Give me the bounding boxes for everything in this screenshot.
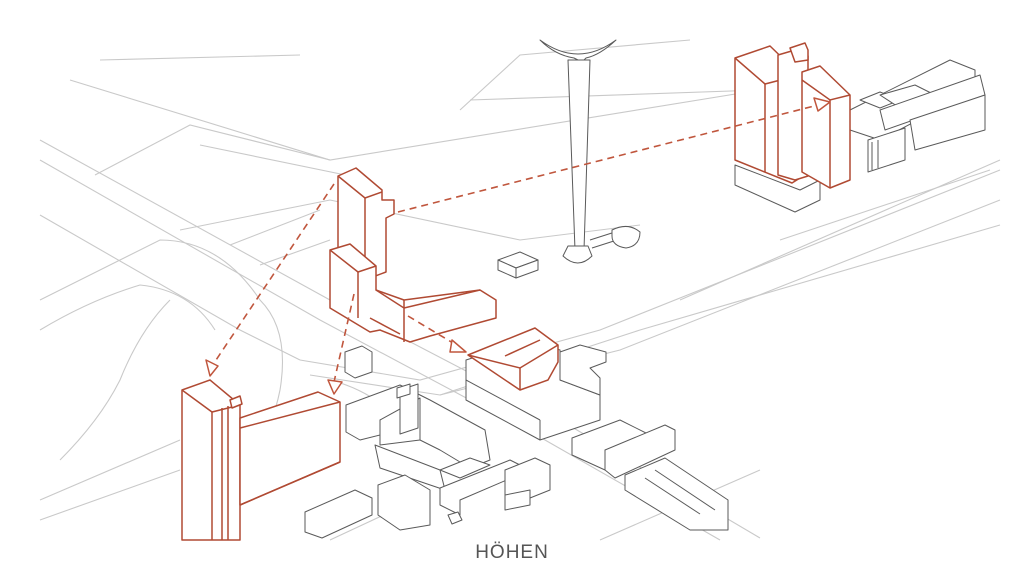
arrow-to-east	[407, 315, 459, 347]
context-buildings-south	[304, 345, 551, 539]
tv-tower	[539, 39, 641, 264]
arrow-head-east	[449, 339, 467, 353]
arrow-head-south	[327, 379, 343, 395]
highrise-northeast	[734, 42, 851, 189]
highrise-central	[329, 167, 497, 343]
arrow-to-southwest	[211, 183, 335, 367]
diagram-caption: HÖHEN	[475, 542, 549, 563]
context-kiosk	[497, 251, 539, 279]
context-buildings-northeast	[734, 59, 986, 213]
relation-arrows	[205, 97, 831, 395]
arrow-to-northeast	[397, 103, 823, 213]
arrow-head-southwest	[205, 359, 219, 377]
arrow-to-south	[333, 293, 355, 383]
arrow-head-northeast	[813, 97, 831, 112]
building-east-highlight	[467, 327, 559, 391]
highrise-southwest	[181, 379, 341, 541]
